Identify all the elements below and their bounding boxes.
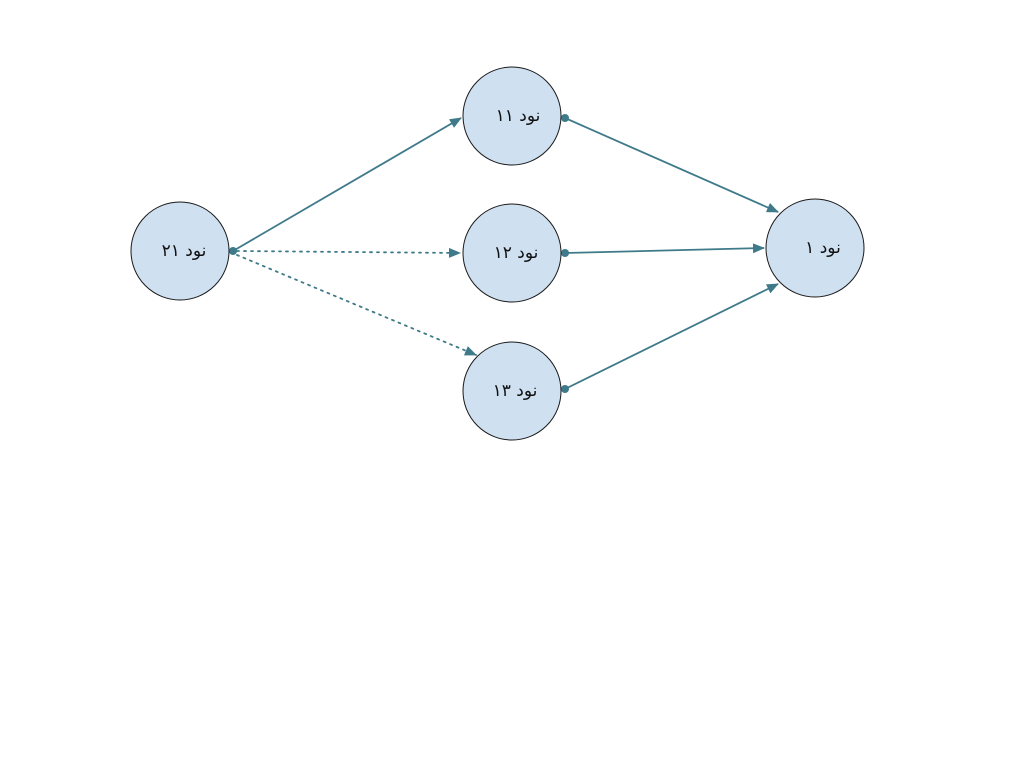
edge-n21-to-n13 [236, 254, 477, 356]
node-circle [130, 201, 230, 301]
edge-n21-to-n12 [236, 247, 461, 258]
node-n12[interactable]: نود ۱۲ [462, 203, 562, 303]
edge-origin-dot [561, 385, 569, 393]
node-label: نود ۱۱ [496, 106, 541, 126]
edge-n21-to-n11 [232, 117, 462, 252]
node-label: نود ۲۱ [162, 241, 207, 261]
node-n21[interactable]: نود ۲۱ [130, 201, 230, 301]
node-n1[interactable]: نود ۱ [765, 198, 865, 298]
edge-n11-to-n1 [564, 117, 779, 213]
edge-n13-to-n1 [564, 283, 779, 390]
edge-n12-to-n1 [564, 243, 765, 254]
node-label: نود ۱۲ [494, 243, 539, 263]
node-circle [462, 66, 562, 166]
node-label: نود ۱۳ [493, 381, 538, 401]
node-label: نود ۱ [805, 238, 841, 258]
node-circle [462, 341, 562, 441]
edge-origin-dot [229, 247, 237, 255]
edge-origin-dot [561, 249, 569, 257]
node-circle [765, 198, 865, 298]
edge-origin-dot [561, 114, 569, 122]
edges-layer [229, 114, 779, 393]
node-n11[interactable]: نود ۱۱ [462, 66, 562, 166]
node-circle [462, 203, 562, 303]
node-n13[interactable]: نود ۱۳ [462, 341, 562, 441]
